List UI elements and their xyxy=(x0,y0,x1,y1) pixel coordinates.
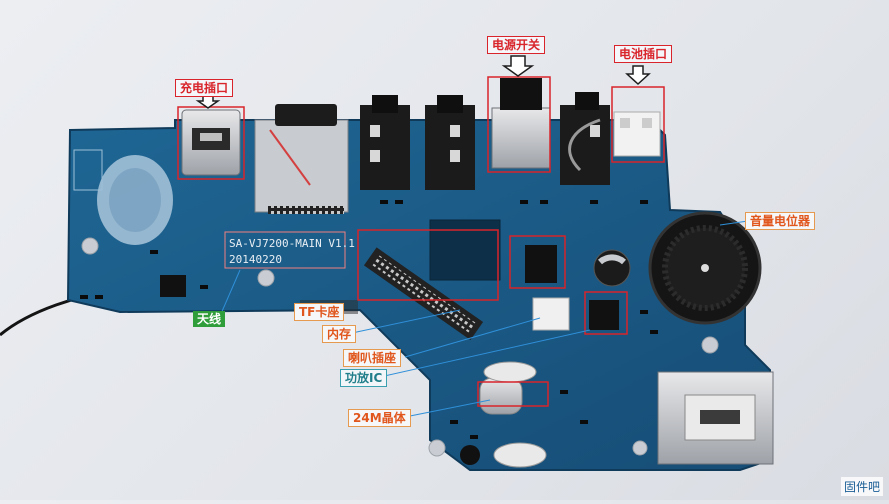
chip xyxy=(160,275,186,297)
audio-jack xyxy=(560,92,610,185)
fpc-connector xyxy=(363,247,484,340)
audio-jack xyxy=(425,95,475,190)
label-tf-card: TF卡座 xyxy=(294,303,345,321)
power-switch-body xyxy=(491,107,551,169)
mount-hole xyxy=(632,440,648,456)
silkscreen-date: 20140220 xyxy=(229,253,282,266)
mount-hole xyxy=(257,269,275,287)
label-crystal: 24M晶体 xyxy=(348,409,411,427)
label-memory: 内存 xyxy=(322,325,357,343)
chip xyxy=(429,219,501,281)
arrows xyxy=(195,55,651,109)
label-antenna: 天线 xyxy=(193,311,226,327)
mount-hole xyxy=(81,237,99,255)
label-power-switch: 电源开关 xyxy=(487,36,546,54)
silkscreen-model: SA-VJ7200-MAIN V1.1 xyxy=(229,237,355,250)
chip xyxy=(525,245,557,283)
audio-jack xyxy=(360,95,410,190)
highlight-boxes xyxy=(177,76,665,407)
label-speaker-socket: 喇叭插座 xyxy=(343,349,402,367)
tf-card-slot xyxy=(254,119,349,213)
smd-components xyxy=(80,200,658,439)
crystal-component xyxy=(479,377,523,415)
label-charge-port: 充电插口 xyxy=(175,79,234,97)
label-battery-port: 电池插口 xyxy=(614,45,673,63)
label-amp-ic: 功放IC xyxy=(340,369,388,387)
chip xyxy=(589,300,619,330)
mount-hole xyxy=(428,439,446,457)
label-volume-pot: 音量电位器 xyxy=(745,212,816,230)
speaker-socket-body xyxy=(532,297,570,331)
watermark: 固件吧 xyxy=(840,477,883,496)
silkscreen-box xyxy=(224,231,346,269)
mount-hole xyxy=(701,336,719,354)
